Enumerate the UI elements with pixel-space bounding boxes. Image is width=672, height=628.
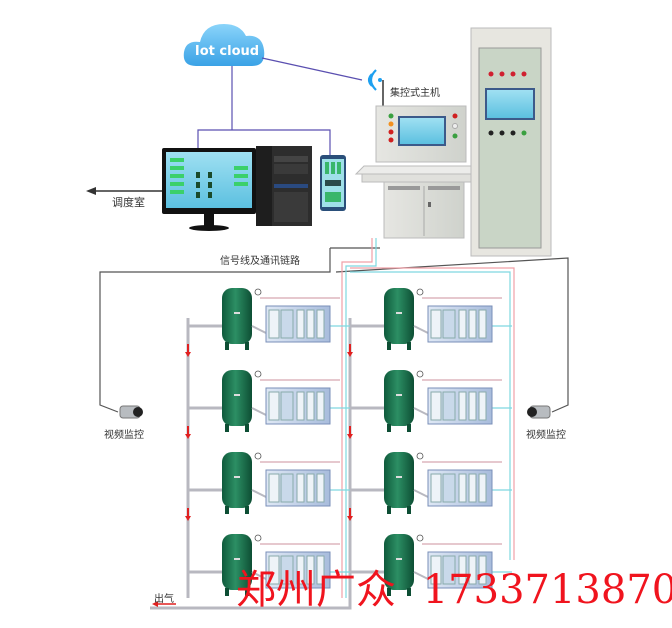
pressure-gauge-icon [416,370,424,378]
compressor-icon [427,387,493,425]
compressor-icon [265,469,331,507]
unit-1-3 [185,452,350,521]
unit-2-4 [350,534,512,596]
control-console-icon [354,105,490,239]
air-tank-icon [384,452,414,514]
camera-icon [119,405,143,419]
host-label: 集控式主机 [390,88,440,99]
pressure-gauge-icon [254,452,262,460]
flow-arrow-icon [185,352,191,357]
compressor-icon [427,469,493,507]
pressure-gauge-icon [254,370,262,378]
air-tank-icon [384,370,414,432]
air-tank-icon [384,534,414,596]
pressure-gauge-icon [254,288,262,296]
camera-icon [527,405,551,419]
pc-tower-icon [256,146,312,226]
air-outlet-pipes [150,318,352,610]
air-tank-icon [222,288,252,350]
air-tank-icon [384,288,414,350]
compressor-icon [427,305,493,343]
watermark-company: 郑州广众 [236,567,396,613]
flow-arrow-icon [347,516,353,521]
signal-line-label: 信号线及通讯链路 [220,256,300,267]
watermark-phone: 17337138705 [422,567,672,613]
compressor-icon [265,305,331,343]
control-room-label: 调度室 [112,196,145,209]
cloud-to-host-link [261,57,363,81]
unit-2-3 [347,452,512,521]
unit-1-2 [185,370,350,439]
flow-arrow-icon [185,516,191,521]
wifi-icon [367,69,382,91]
pressure-gauge-icon [254,534,262,542]
pressure-gauge-icon [416,452,424,460]
pressure-gauge-icon [416,534,424,542]
monitor-icon [162,148,256,231]
unit-2-1 [347,288,512,357]
unit-1-4 [188,534,350,596]
air-tank-icon [222,452,252,514]
compressor-icon [265,387,331,425]
camera-right-label: 视频监控 [526,430,566,441]
pc-phone-link [197,129,331,155]
arrow-left-icon [86,187,96,195]
iot-cloud-icon [183,24,265,66]
outlet-label: 出气 [154,594,174,605]
unit-1-1 [185,288,350,357]
flow-arrow-icon [347,352,353,357]
air-tank-icon [222,534,252,596]
outlet-arrow-icon [152,601,158,607]
colored-pipes [341,238,515,598]
flow-arrow-icon [347,434,353,439]
unit-2-2 [347,370,512,439]
control-cabinet-icon [470,27,552,257]
compressor-icon [265,551,331,589]
phone-icon [320,155,346,211]
camera-left-label: 视频监控 [104,430,144,441]
watermark: 郑州广众 17337138705 [236,566,672,614]
air-tank-icon [222,370,252,432]
cloud-label: Iot cloud [194,44,260,59]
pressure-gauge-icon [416,288,424,296]
compressor-icon [427,551,493,589]
flow-arrow-icon [185,434,191,439]
